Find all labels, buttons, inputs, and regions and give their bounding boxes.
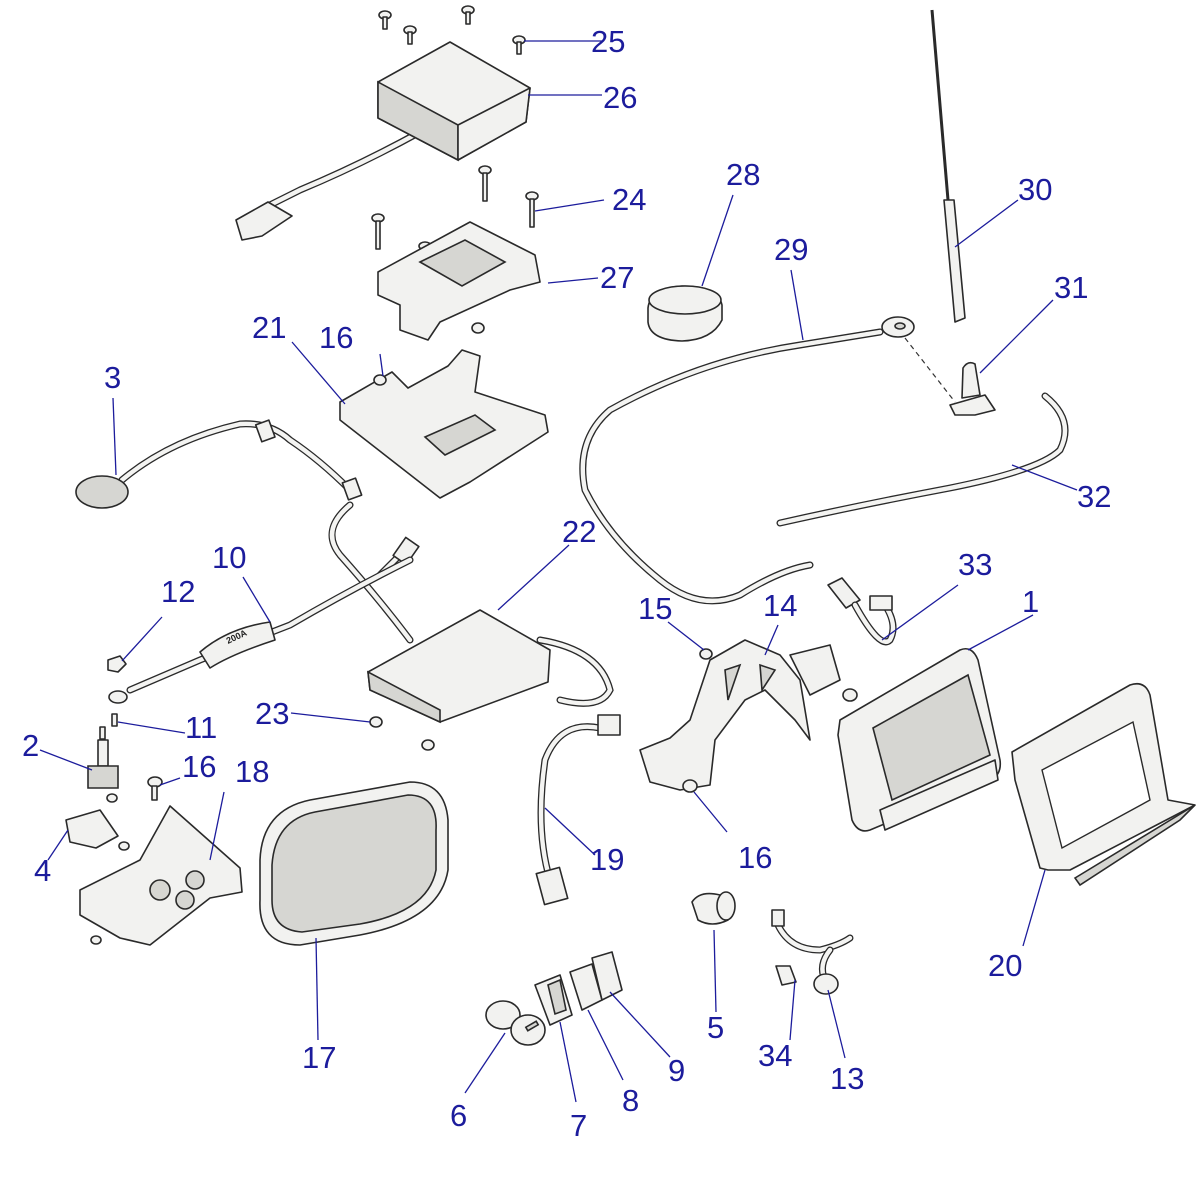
callout-3: 3 [104,360,122,395]
gauge-cluster-17 [259,781,449,946]
callout-2: 2 [22,728,40,763]
sensor-3 [75,419,363,509]
nut-23 [369,716,435,751]
leader-lines [39,40,1078,1103]
callout-17: 17 [302,1040,337,1075]
display-unit-1 [837,647,1002,832]
callout-27: 27 [600,260,635,295]
module-22 [328,501,614,724]
bolt-16-display [842,688,858,702]
callout-18: 18 [235,754,270,789]
callout-16-upper: 16 [319,320,354,355]
callout-11: 11 [185,710,218,745]
antenna-mast-30 [930,9,966,323]
nut-12 [107,655,127,673]
harness-13 [771,909,854,995]
callout-14: 14 [763,588,798,623]
callout-30: 30 [1018,172,1053,207]
fuse-cable-10: 200A [108,556,414,704]
connector-33 [827,577,897,646]
callout-21: 21 [252,310,287,345]
callout-23: 23 [255,696,290,731]
callout-8: 8 [622,1083,640,1118]
screw-11 [99,713,118,740]
callout-1: 1 [1022,584,1040,619]
clip-4 [65,793,119,849]
callout-22: 22 [562,514,597,549]
callout-24: 24 [612,182,647,217]
clip-15 [699,648,713,660]
bracket-27 [377,221,541,341]
callout-33: 33 [958,547,993,582]
callout-29: 29 [774,232,809,267]
antenna-cable-29 [579,316,956,605]
rocker-switch-9 [591,951,623,1001]
bracket-18 [79,805,243,946]
bolt-16-upper [373,374,387,386]
callout-5: 5 [707,1010,725,1045]
terminal-post-2 [87,739,119,789]
callout-15: 15 [638,591,673,626]
harness-19 [535,714,621,906]
callout-20: 20 [988,948,1023,983]
callout-13: 13 [830,1061,865,1096]
mounting-plate-21 [339,349,549,499]
callout-32: 32 [1077,479,1112,514]
callout-16-lower: 16 [738,840,773,875]
callout-16-left: 16 [182,749,217,784]
bracket-14 [639,639,841,791]
ground-strap-32 [776,392,1069,527]
callout-10: 10 [212,540,247,575]
clip-34 [775,965,797,986]
callout-25: 25 [591,24,626,59]
callout-9: 9 [668,1053,686,1088]
callout-7: 7 [570,1108,588,1143]
power-socket-5 [691,891,736,925]
gps-antenna-28 [647,285,723,342]
control-module-26 [235,41,531,241]
bolt-16-lower [682,779,698,793]
bolt-16-left [147,776,163,801]
screw-set-25 [378,5,526,55]
callout-6: 6 [450,1098,468,1133]
callout-28: 28 [726,157,761,192]
callout-4: 4 [34,853,52,888]
callout-26: 26 [603,80,638,115]
rocker-switch-7 [534,974,573,1026]
callout-31: 31 [1054,270,1089,305]
callout-34: 34 [758,1038,793,1073]
ignition-switch-6 [485,1000,546,1046]
display-bezel-20 [1011,682,1196,887]
callout-12: 12 [161,574,196,609]
antenna-base-31 [949,361,996,416]
callout-19: 19 [590,842,625,877]
